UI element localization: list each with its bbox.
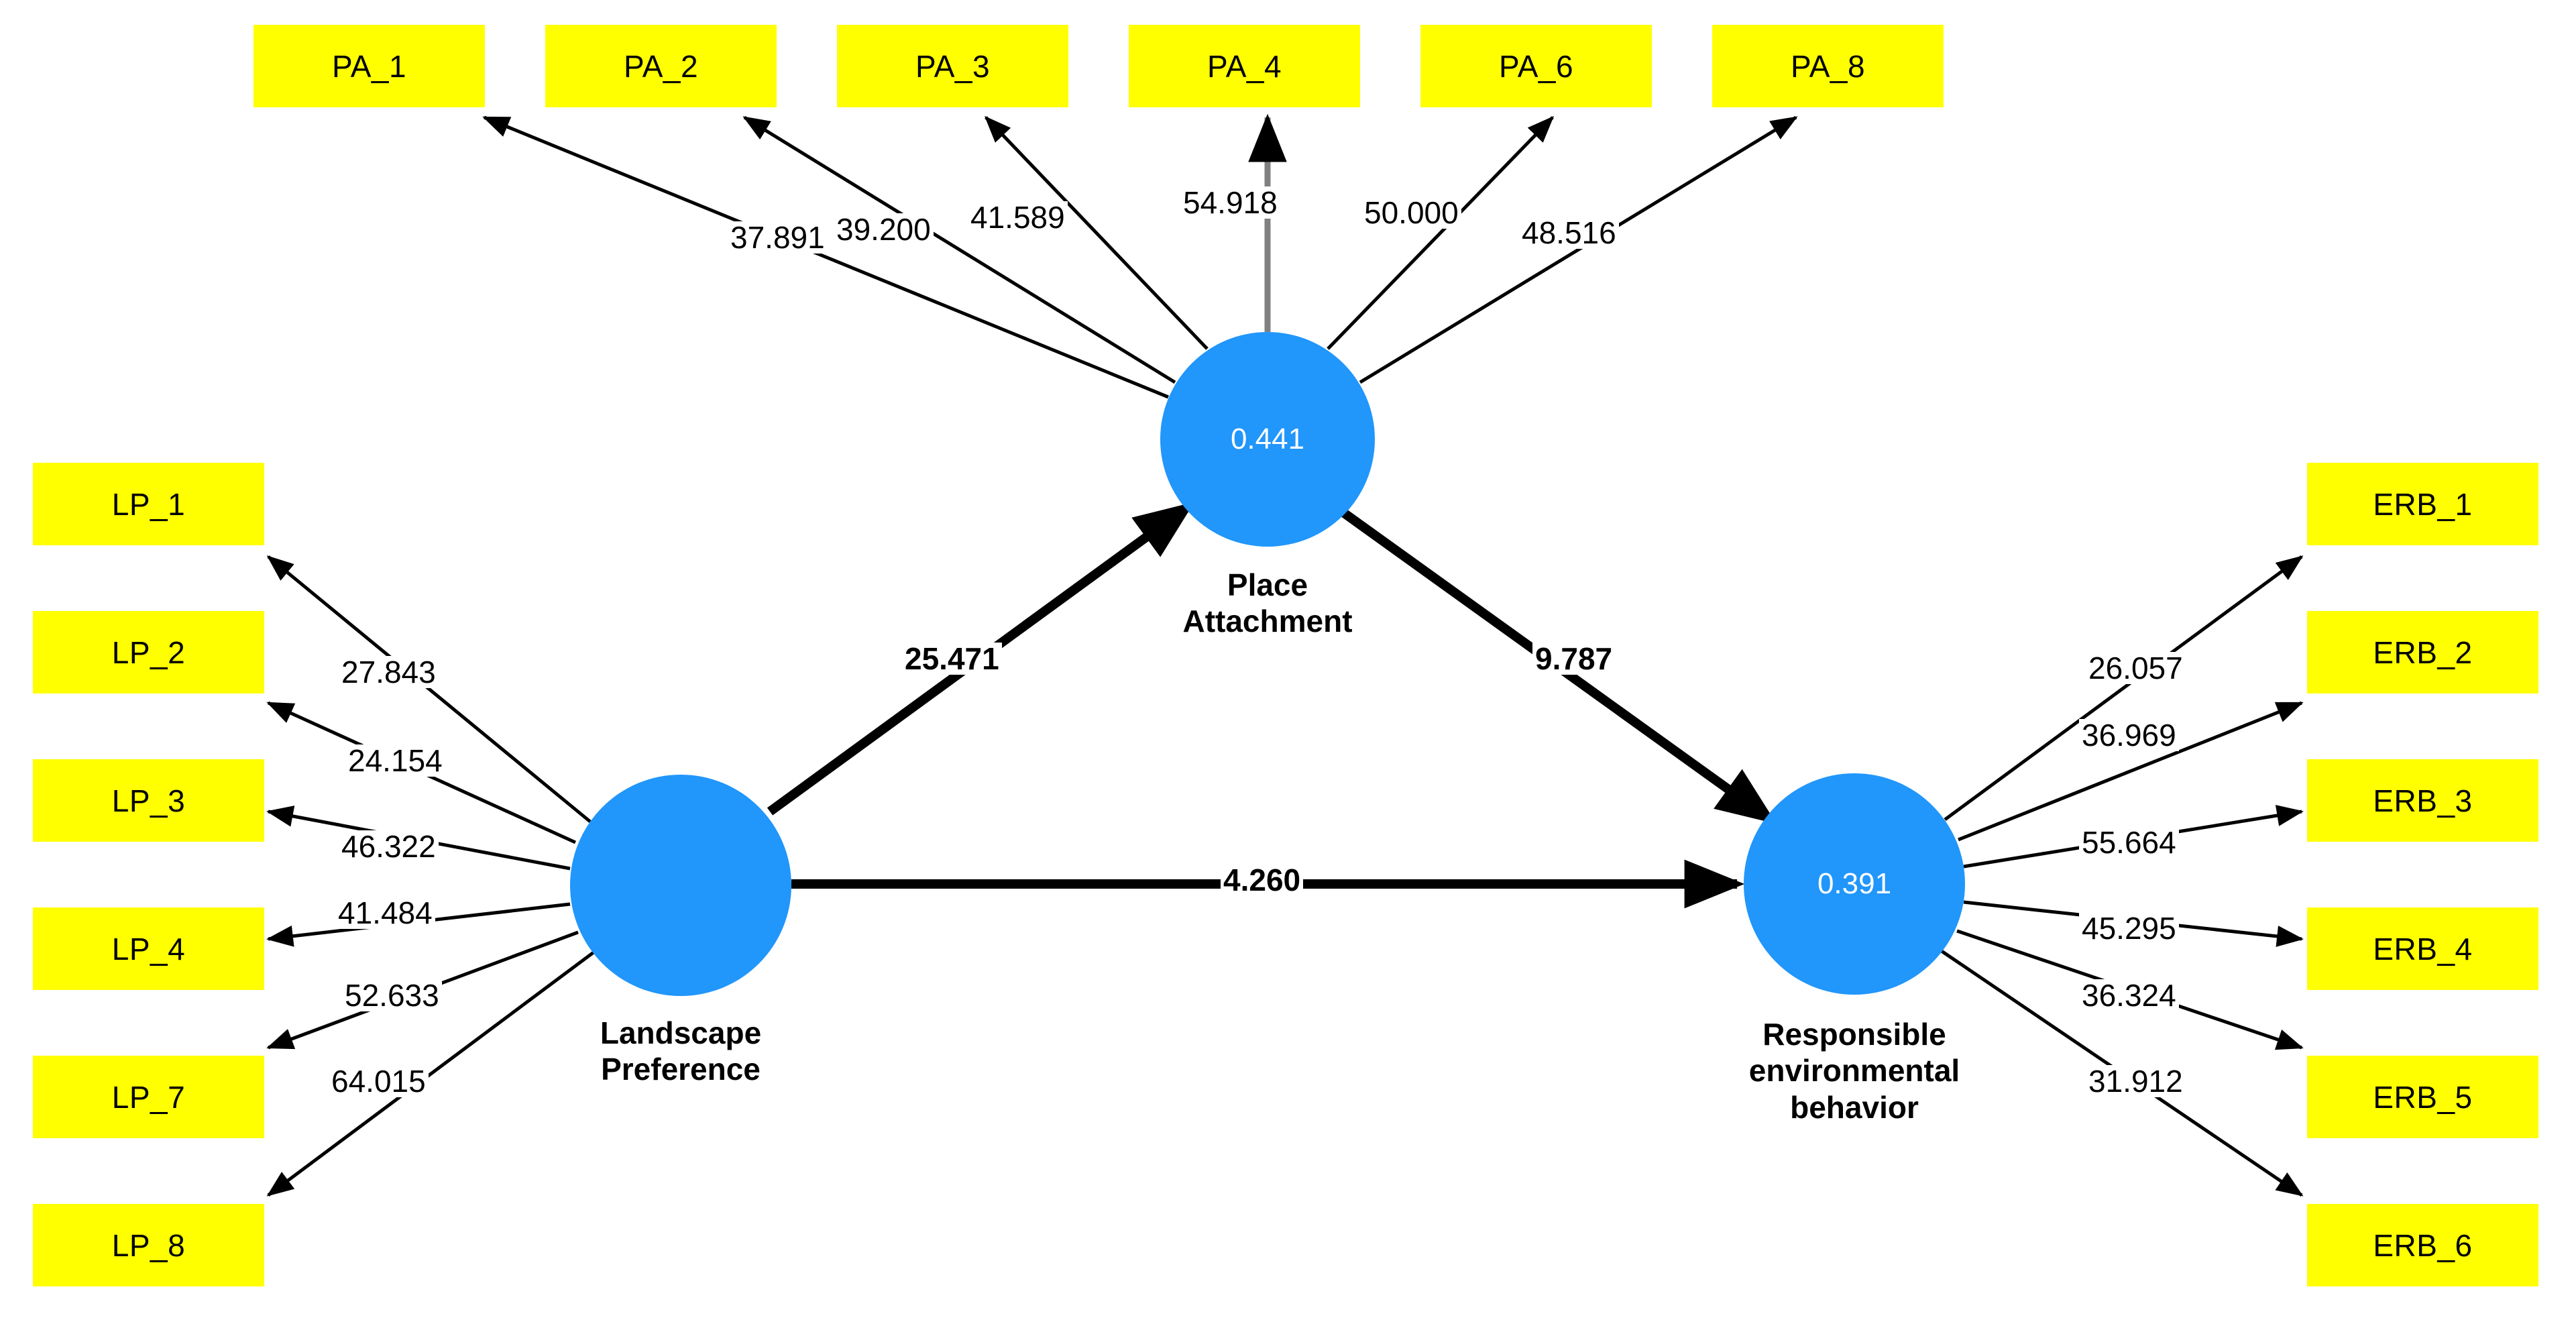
arrow-pa-to-pa8 (1359, 115, 1798, 384)
indicator-box-erb1[interactable]: ERB_1 (2307, 463, 2538, 545)
indicator-box-erb2[interactable]: ERB_2 (2307, 611, 2538, 694)
indicator-box-lp7[interactable]: LP_7 (33, 1056, 264, 1138)
indicator-label-erb2: ERB_2 (2373, 634, 2473, 670)
indicator-label-pa6: PA_6 (1498, 48, 1574, 84)
indicator-label-pa1: PA_1 (331, 48, 407, 84)
indicator-box-lp8[interactable]: LP_8 (33, 1204, 264, 1286)
arrow-lp-to-lp1 (266, 555, 592, 823)
loading-label-lp7: 52.633 (342, 979, 442, 1011)
indicator-label-lp4: LP_4 (111, 931, 186, 966)
loading-label-pa1: 37.891 (728, 221, 828, 254)
indicator-label-lp7: LP_7 (111, 1079, 186, 1115)
indicator-box-erb5[interactable]: ERB_5 (2307, 1056, 2538, 1138)
indicator-label-lp8: LP_8 (111, 1227, 186, 1263)
indicator-label-erb4: ERB_4 (2373, 931, 2473, 966)
lp-measurement-arrows (266, 555, 595, 1197)
indicator-box-pa2[interactable]: PA_2 (545, 25, 777, 107)
place-attachment-r2-value: 0.441 (1230, 423, 1305, 455)
arrow-lp-to-lp8 (266, 950, 595, 1197)
indicator-label-pa8: PA_8 (1790, 48, 1866, 84)
indicator-box-lp2[interactable]: LP_2 (33, 611, 264, 694)
path-label-lp-to-erb: 4.260 (1221, 864, 1304, 896)
loading-label-lp1: 27.843 (339, 656, 439, 688)
loading-label-lp3: 46.322 (339, 830, 439, 863)
indicator-box-lp3[interactable]: LP_3 (33, 759, 264, 842)
loading-label-pa6: 50.000 (1361, 197, 1461, 229)
arrow-pa-to-pa2 (742, 115, 1176, 384)
pa-measurement-arrows (482, 113, 1798, 399)
loading-label-erb3: 55.664 (2079, 826, 2179, 858)
loading-label-erb1: 26.057 (2086, 652, 2186, 684)
responsible-environmental-behavior-r2-value: 0.391 (1817, 867, 1892, 900)
latent-node-responsible-environmental-behavior[interactable]: 0.391 (1744, 773, 1965, 995)
landscape-preference-caption: Landscape Preference (600, 1015, 762, 1087)
indicator-box-pa3[interactable]: PA_3 (837, 25, 1068, 107)
place-attachment-caption: Place Attachment (1182, 567, 1353, 639)
loading-label-pa3: 41.589 (968, 201, 1068, 233)
loading-label-lp8: 64.015 (329, 1065, 429, 1097)
latent-node-place-attachment[interactable]: 0.441 (1160, 332, 1375, 547)
loading-label-lp2: 24.154 (345, 744, 445, 777)
responsible-environmental-behavior-caption: Responsible environmental behavior (1748, 1017, 1960, 1125)
path-label-lp-to-pa: 25.471 (902, 643, 1002, 675)
indicator-label-erb1: ERB_1 (2373, 486, 2473, 522)
indicator-box-erb4[interactable]: ERB_4 (2307, 907, 2538, 990)
indicator-label-erb3: ERB_3 (2373, 783, 2473, 818)
structural-arrows (767, 502, 1777, 909)
indicator-box-erb3[interactable]: ERB_3 (2307, 759, 2538, 842)
indicator-label-erb5: ERB_5 (2373, 1079, 2473, 1115)
indicator-label-pa3: PA_3 (915, 48, 991, 84)
path-label-pa-to-erb: 9.787 (1532, 643, 1616, 675)
indicator-label-lp1: LP_1 (111, 486, 186, 522)
indicator-label-pa2: PA_2 (623, 48, 699, 84)
arrow-pa-to-pa3 (984, 115, 1209, 350)
loading-label-erb2: 36.969 (2079, 719, 2179, 751)
indicator-box-lp4[interactable]: LP_4 (33, 907, 264, 990)
arrow-pa-to-pa6 (1327, 115, 1555, 350)
arrow-pa-to-pa1 (482, 115, 1169, 399)
indicator-box-erb6[interactable]: ERB_6 (2307, 1204, 2538, 1286)
indicator-box-pa4[interactable]: PA_4 (1129, 25, 1360, 107)
loading-label-pa2: 39.200 (834, 213, 934, 245)
indicator-label-erb6: ERB_6 (2373, 1227, 2473, 1263)
loading-label-erb4: 45.295 (2079, 912, 2179, 944)
loading-label-lp4: 41.484 (335, 897, 435, 929)
loading-label-pa8: 48.516 (1519, 217, 1619, 249)
arrow-erb-to-erb1 (1944, 555, 2304, 822)
indicator-box-lp1[interactable]: LP_1 (33, 463, 264, 545)
arrow-erb-to-erb2 (1958, 701, 2304, 842)
indicator-label-lp3: LP_3 (111, 783, 186, 818)
latent-node-landscape-preference[interactable] (570, 775, 791, 996)
loading-label-erb5: 36.324 (2079, 979, 2179, 1011)
indicator-label-lp2: LP_2 (111, 634, 186, 670)
indicator-box-pa6[interactable]: PA_6 (1420, 25, 1652, 107)
loading-label-pa4: 54.918 (1180, 186, 1280, 219)
loading-label-erb6: 31.912 (2086, 1065, 2186, 1097)
indicator-label-pa4: PA_4 (1207, 48, 1282, 84)
indicator-box-pa1[interactable]: PA_1 (254, 25, 485, 107)
indicator-box-pa8[interactable]: PA_8 (1712, 25, 1944, 107)
